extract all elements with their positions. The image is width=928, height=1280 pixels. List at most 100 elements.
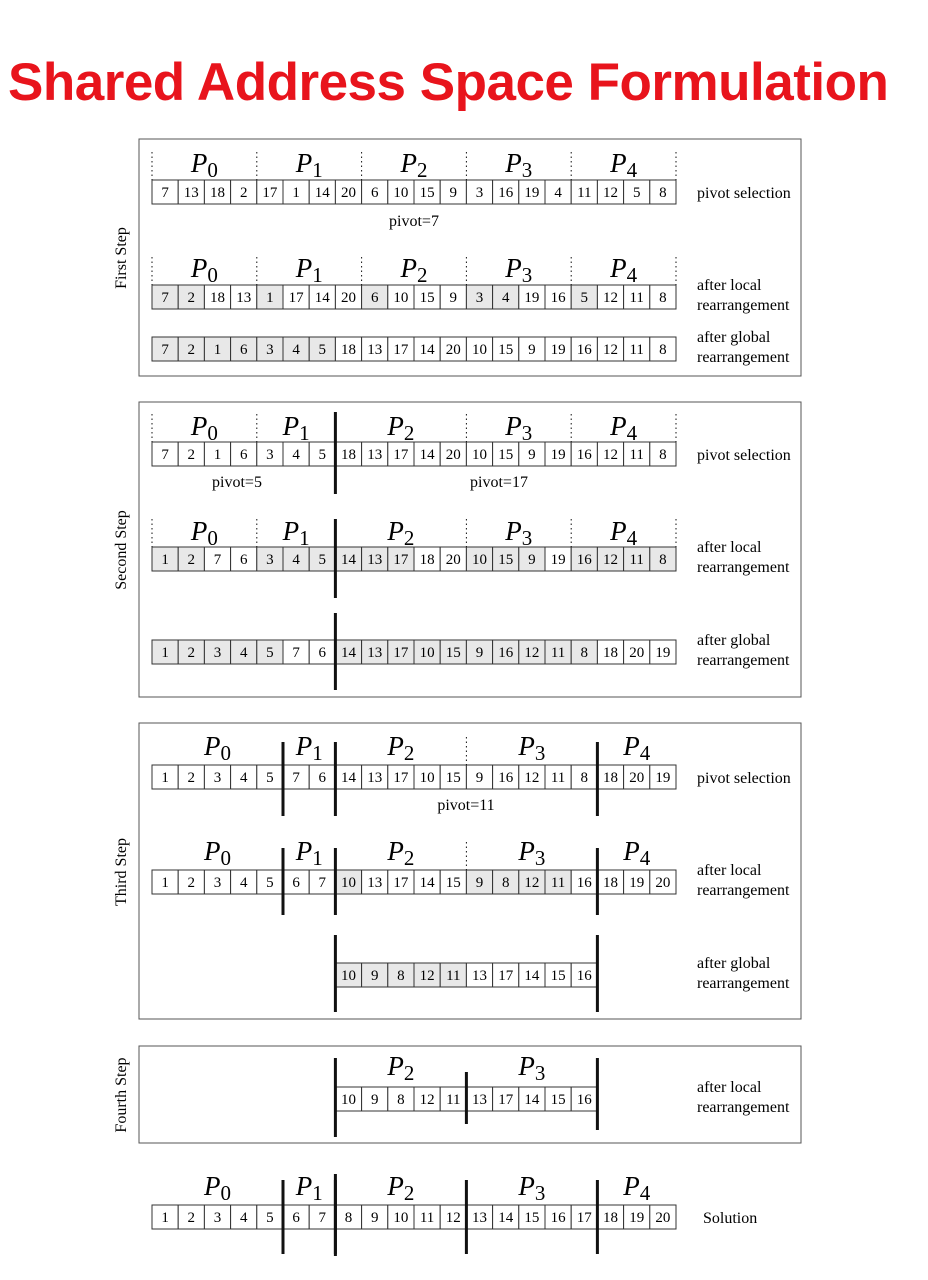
cell-value: 2 [188, 645, 196, 661]
cell-value: 14 [420, 447, 436, 463]
array-cell [413, 336, 441, 362]
array-cell [623, 441, 651, 467]
cell-value: 14 [420, 875, 436, 891]
cell-value: 4 [502, 290, 510, 306]
array-cell [256, 284, 284, 310]
cell-value: 9 [528, 342, 536, 358]
step-label: Third Step [113, 838, 130, 906]
cell-value: 15 [551, 1092, 566, 1108]
cell-value: 8 [659, 290, 667, 306]
array-cell [282, 764, 310, 790]
cell-value: 1 [266, 290, 274, 306]
array-cell [439, 546, 467, 572]
cell-value: 12 [603, 447, 618, 463]
array-cell [570, 764, 598, 790]
cell-value: 6 [319, 645, 327, 661]
cell-value: 17 [262, 185, 278, 201]
array-cell [465, 441, 494, 467]
array-cell [596, 869, 625, 895]
cell-value: 16 [577, 875, 593, 891]
array-cell [177, 546, 205, 572]
cell-value: 1 [161, 1210, 169, 1226]
array-cell [256, 764, 284, 790]
row-caption: after global [697, 632, 771, 649]
array-cell [334, 764, 363, 790]
cell-value: 19 [551, 552, 566, 568]
step-label: First Step [113, 227, 130, 289]
pivot-annotation: pivot=7 [389, 213, 439, 230]
cell-value: 12 [524, 875, 539, 891]
cell-value: 10 [341, 875, 356, 891]
array-cell [570, 869, 598, 895]
cell-value: 9 [371, 1210, 379, 1226]
cell-value: 8 [345, 1210, 353, 1226]
row-caption: after local [697, 277, 762, 294]
array-cell [623, 336, 651, 362]
array-cell [230, 179, 258, 205]
cell-value: 12 [603, 552, 618, 568]
pivot-annotation: pivot=17 [470, 474, 528, 491]
cell-value: 5 [266, 1210, 274, 1226]
array-cell [282, 441, 310, 467]
cell-value: 10 [341, 968, 356, 984]
cell-value: 13 [472, 1210, 487, 1226]
array-cell [177, 764, 205, 790]
cell-value: 10 [341, 1092, 356, 1108]
array-cell [361, 1086, 389, 1112]
processor-label: P0 [203, 1171, 231, 1205]
array-cell [230, 1204, 258, 1230]
array-cell [282, 284, 310, 310]
cell-value: 10 [393, 290, 408, 306]
processor-label: P2 [386, 1171, 414, 1205]
array-cell [177, 179, 205, 205]
cell-value: 10 [420, 770, 435, 786]
cell-value: 19 [551, 447, 566, 463]
cell-value: 17 [498, 1092, 514, 1108]
cell-value: 7 [319, 1210, 327, 1226]
array-cell [492, 1086, 520, 1112]
cell-value: 18 [210, 290, 225, 306]
cell-value: 1 [214, 342, 222, 358]
array-cell [282, 179, 310, 205]
array-cell [492, 869, 520, 895]
row-caption: rearrangement [697, 559, 790, 576]
cell-value: 18 [210, 185, 225, 201]
cell-value: 1 [161, 552, 169, 568]
array-cell [387, 336, 415, 362]
cell-value: 2 [188, 342, 196, 358]
cell-value: 8 [581, 645, 589, 661]
cell-value: 7 [319, 875, 327, 891]
cell-value: 7 [214, 552, 222, 568]
cell-value: 16 [551, 290, 567, 306]
cell-value: 4 [240, 645, 248, 661]
row-caption: rearrangement [697, 1099, 790, 1116]
cell-value: 15 [420, 185, 435, 201]
array-cell [465, 869, 494, 895]
processor-label: P4 [622, 731, 651, 765]
array-cell [308, 1204, 336, 1230]
array-cell [413, 179, 441, 205]
processor-label: P4 [609, 411, 638, 445]
cell-value: 17 [577, 1210, 593, 1226]
array-cell [465, 962, 494, 988]
cell-value: 5 [319, 342, 327, 358]
cell-value: 18 [603, 645, 618, 661]
row-caption: after global [697, 955, 771, 972]
cell-value: 17 [393, 447, 409, 463]
array-cell [256, 1204, 284, 1230]
array-cell [413, 546, 441, 572]
cell-value: 18 [603, 770, 618, 786]
cell-value: 18 [341, 447, 356, 463]
cell-value: 4 [292, 342, 300, 358]
cell-value: 3 [266, 552, 274, 568]
array-cell [439, 639, 467, 665]
array-cell [256, 336, 284, 362]
cell-value: 19 [655, 770, 670, 786]
processor-label: P3 [504, 253, 532, 287]
array-cell [361, 639, 389, 665]
array-cell [334, 869, 363, 895]
array-cell [203, 284, 232, 310]
